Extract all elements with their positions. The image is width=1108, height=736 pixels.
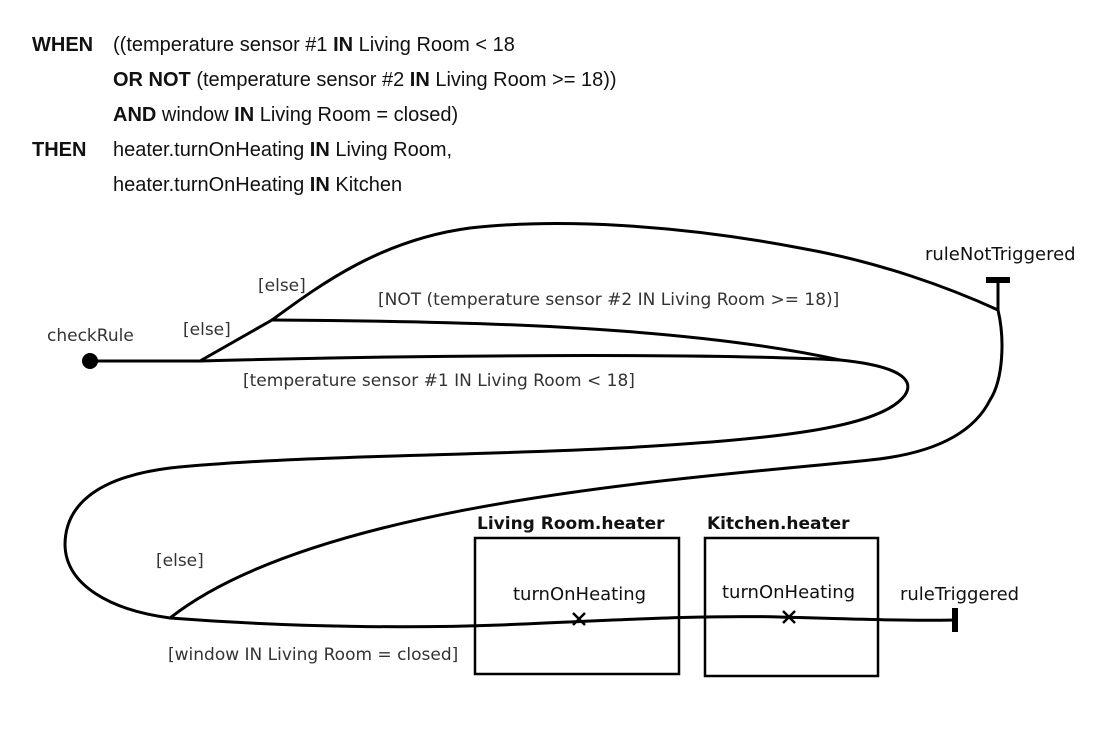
rule-text: WHEN ((temperature sensor #1 IN Living R…	[0, 0, 1108, 210]
rule-then: THEN	[32, 138, 86, 162]
else-branch-2	[270, 222, 1000, 322]
kitchen-heater-lane	[703, 536, 880, 678]
in-keyword: IN	[234, 104, 255, 126]
guard-sensor1: [temperature sensor #1 IN Living Room < …	[243, 371, 635, 391]
in-keyword: IN	[409, 69, 430, 91]
rule-condition-1: ((temperature sensor #1 IN Living Room <…	[113, 33, 515, 57]
action-text: Living Room,	[329, 139, 453, 161]
condition-text: ((temperature sensor #1	[113, 34, 334, 56]
guard-not-sensor2: [NOT (temperature sensor #2 IN Living Ro…	[378, 290, 839, 310]
lane-title-kitchen: Kitchen.heater	[707, 514, 850, 534]
rule-action-1: heater.turnOnHeating IN Living Room,	[113, 138, 452, 162]
rule-condition-2: OR NOT (temperature sensor #2 IN Living …	[113, 68, 617, 92]
else-guard-outer: [else]	[258, 276, 306, 296]
rule-line-1: WHEN	[32, 33, 93, 57]
when-keyword: WHEN	[32, 34, 94, 56]
action-text: heater.turnOnHeating	[113, 139, 310, 161]
rule-action-2: heater.turnOnHeating IN Kitchen	[113, 173, 402, 197]
rule-not-triggered-bar	[986, 277, 1010, 283]
condition-text: Living Room = closed)	[254, 104, 459, 126]
action-text: Kitchen	[329, 174, 403, 196]
in-keyword: IN	[309, 174, 330, 196]
kitchen-action-label: turnOnHeating	[722, 582, 855, 603]
condition-text: (temperature sensor #2	[190, 69, 410, 91]
living-room-action-label: turnOnHeating	[513, 584, 646, 605]
living-room-action-marker	[572, 612, 586, 626]
else-branch-1	[198, 318, 274, 363]
or-not-keyword: OR NOT	[113, 69, 191, 91]
guard-window: [window IN Living Room = closed]	[168, 645, 458, 665]
rule-triggered-label: ruleTriggered	[900, 584, 1019, 605]
condition-text: window	[156, 104, 235, 126]
action-text: heater.turnOnHeating	[113, 174, 310, 196]
kitchen-action-marker	[782, 610, 796, 624]
and-keyword: AND	[113, 104, 157, 126]
condition-text: Living Room < 18	[353, 34, 515, 56]
rule-condition-3: AND window IN Living Room = closed)	[113, 103, 458, 127]
rule-triggered-bar	[952, 608, 958, 632]
start-label: checkRule	[47, 326, 134, 346]
not-sensor2-path	[270, 318, 842, 362]
not-triggered-stem	[168, 280, 1004, 620]
in-keyword: IN	[309, 139, 330, 161]
start-node	[82, 353, 98, 369]
condition-text: Living Room >= 18))	[429, 69, 617, 91]
else-guard-inner: [else]	[183, 320, 231, 340]
in-keyword: IN	[333, 34, 354, 56]
else-guard-bottom: [else]	[156, 551, 204, 571]
lane-title-living-room: Living Room.heater	[477, 514, 665, 534]
rule-not-triggered-label: ruleNotTriggered	[925, 244, 1076, 265]
then-keyword: THEN	[32, 139, 87, 161]
living-room-heater-lane	[473, 536, 681, 676]
